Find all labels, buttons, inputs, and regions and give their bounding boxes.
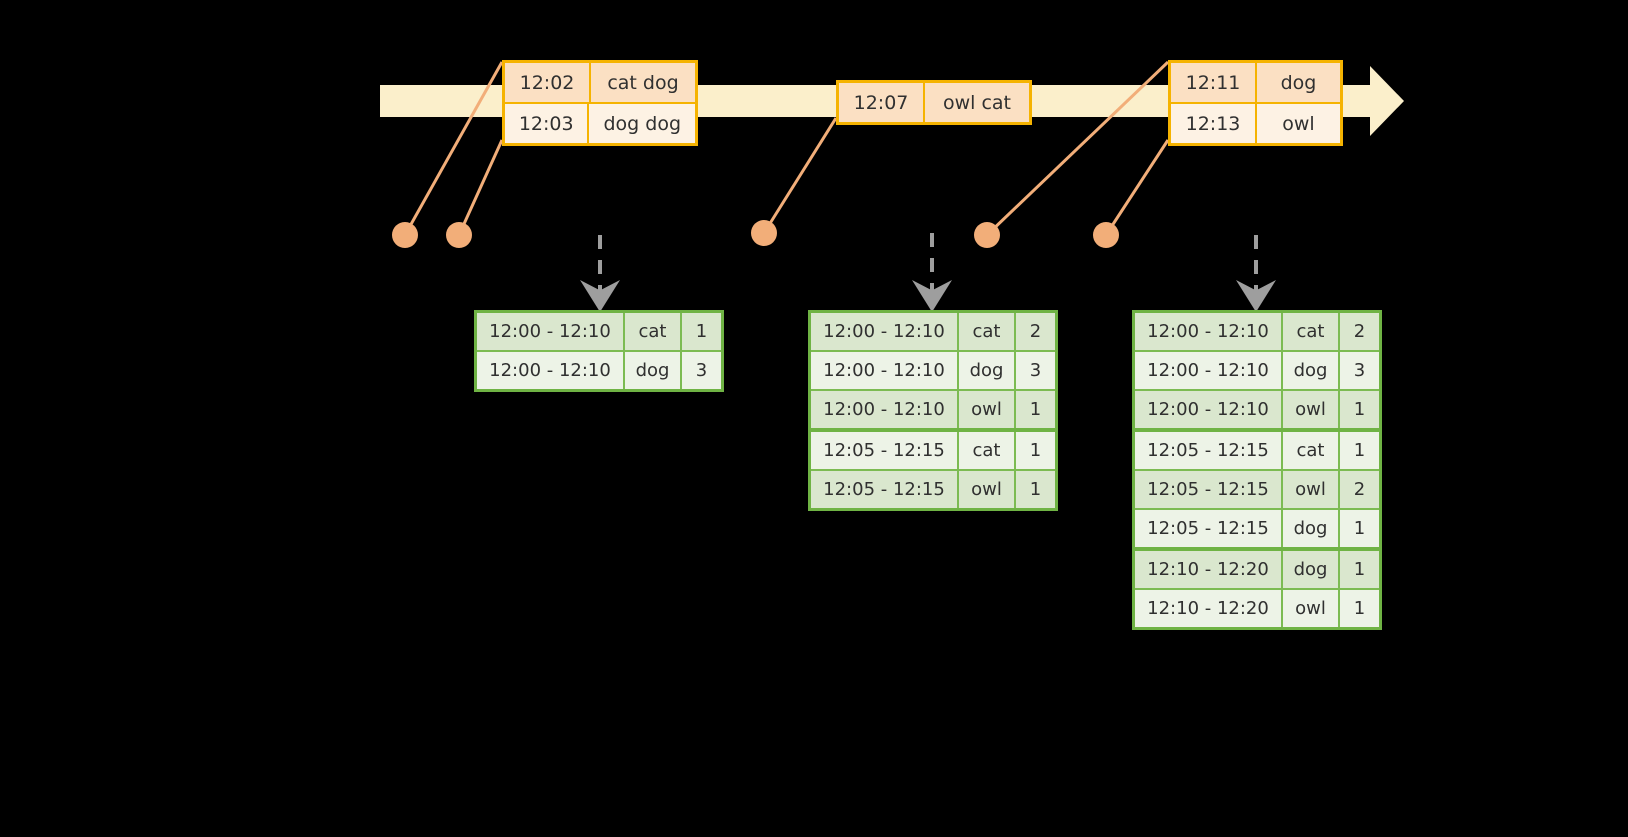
- event-dot-3: [751, 220, 777, 246]
- cell-window: 12:00 - 12:10: [811, 352, 959, 389]
- cell-word: dog: [1283, 510, 1340, 547]
- event-dot-5: [1093, 222, 1119, 248]
- event-row: 12:07 owl cat: [839, 83, 1029, 122]
- event-row: 12:11 dog: [1171, 63, 1340, 102]
- cell-count: 1: [695, 321, 708, 342]
- cell-window: 12:05 - 12:15: [811, 471, 959, 508]
- cell-count: 3: [1029, 360, 1042, 381]
- event-words: dog: [1280, 71, 1317, 94]
- event-time: 12:03: [505, 104, 590, 143]
- cell-word: owl: [959, 391, 1016, 428]
- cell-window: 12:00 - 12:10: [477, 352, 625, 389]
- event-words: dog dog: [603, 112, 681, 135]
- cell-word: owl: [1283, 590, 1340, 627]
- cell-window: 12:10 - 12:20: [1135, 590, 1283, 627]
- cell-window: 12:10 - 12:20: [1135, 551, 1283, 588]
- cell-window: 12:05 - 12:15: [1135, 471, 1283, 508]
- cell-window: 12:00 - 12:10: [811, 391, 959, 428]
- cell-word: owl: [1283, 471, 1340, 508]
- cell-word: cat: [1283, 313, 1340, 350]
- cell-word: dog: [1283, 352, 1340, 389]
- cell-window: 12:05 - 12:15: [811, 432, 959, 469]
- event-group-2: 12:07 owl cat: [836, 80, 1032, 125]
- cell-count: 3: [1353, 360, 1366, 381]
- event-words: owl cat: [942, 91, 1012, 114]
- event-group-3: 12:11 dog 12:13 owl: [1168, 60, 1343, 146]
- cell-word: cat: [625, 313, 682, 350]
- cell-count: 1: [1029, 479, 1042, 500]
- cell-count: 1: [1353, 559, 1366, 580]
- cell-count: 1: [1353, 399, 1366, 420]
- event-row: 12:02 cat dog: [505, 63, 695, 102]
- cell-count: 1: [1029, 399, 1042, 420]
- event-time: 12:13: [1171, 104, 1257, 143]
- cell-count: 2: [1353, 321, 1366, 342]
- event-group-1: 12:02 cat dog 12:03 dog dog: [502, 60, 698, 146]
- cell-window: 12:00 - 12:10: [1135, 352, 1283, 389]
- cell-count: 1: [1353, 518, 1366, 539]
- cell-word: cat: [1283, 432, 1340, 469]
- cell-window: 12:00 - 12:10: [477, 313, 625, 350]
- event-row: 12:13 owl: [1171, 102, 1340, 143]
- event-words: cat dog: [607, 71, 679, 94]
- event-dot-2: [446, 222, 472, 248]
- event-dots: [392, 220, 1119, 248]
- event-time: 12:02: [505, 63, 591, 102]
- emit-arrows: [580, 233, 1276, 312]
- cell-count: 2: [1029, 321, 1042, 342]
- event-time: 12:07: [839, 83, 925, 122]
- cell-count: 1: [1353, 440, 1366, 461]
- cell-count: 1: [1353, 598, 1366, 619]
- cell-word: cat: [959, 313, 1016, 350]
- cell-window: 12:00 - 12:10: [811, 313, 959, 350]
- cell-count: 3: [695, 360, 708, 381]
- cell-word: owl: [959, 471, 1016, 508]
- event-time: 12:11: [1171, 63, 1257, 102]
- cell-window: 12:05 - 12:15: [1135, 510, 1283, 547]
- cell-word: dog: [959, 352, 1016, 389]
- cell-word: dog: [1283, 551, 1340, 588]
- cell-count: 2: [1353, 479, 1366, 500]
- event-words: owl: [1282, 112, 1315, 135]
- event-dot-4: [974, 222, 1000, 248]
- cell-word: cat: [959, 432, 1016, 469]
- cell-count: 1: [1029, 440, 1042, 461]
- cell-word: dog: [625, 352, 682, 389]
- event-row: 12:03 dog dog: [505, 102, 695, 143]
- cell-window: 12:00 - 12:10: [1135, 313, 1283, 350]
- cell-window: 12:00 - 12:10: [1135, 391, 1283, 428]
- event-dot-1: [392, 222, 418, 248]
- cell-word: owl: [1283, 391, 1340, 428]
- cell-window: 12:05 - 12:15: [1135, 432, 1283, 469]
